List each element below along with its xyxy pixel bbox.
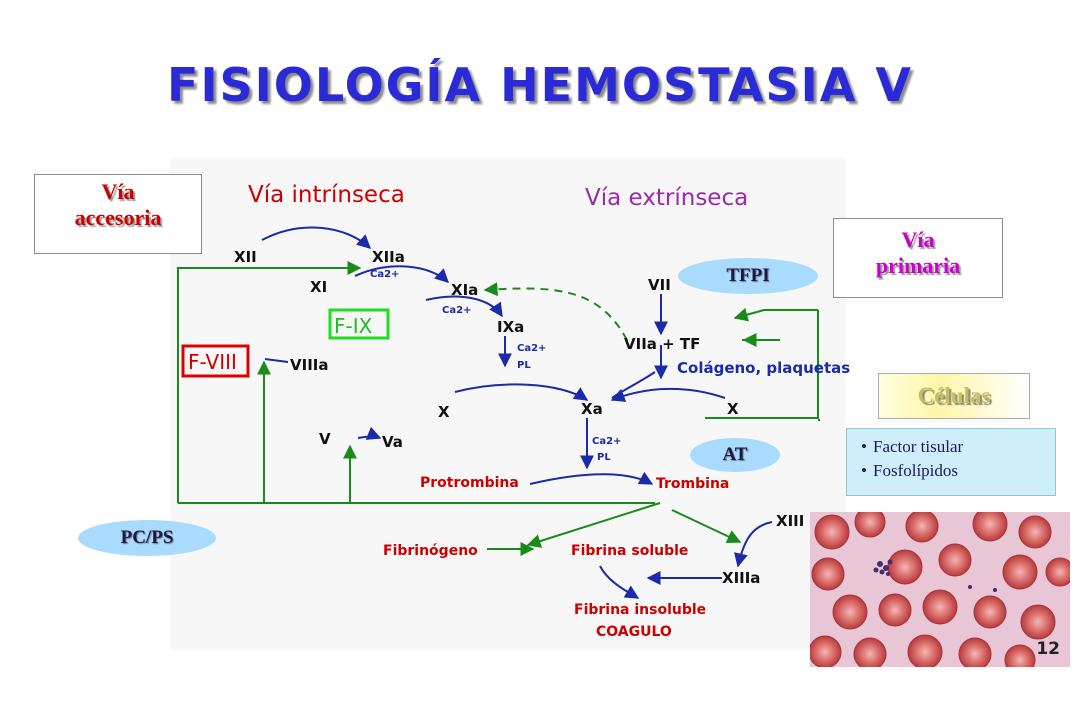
diagram-panel <box>170 158 846 650</box>
factor-xiia: XIIa <box>372 248 405 266</box>
list-item: Factor tisular <box>861 435 1055 459</box>
via-primaria-line2: primaria <box>875 253 961 278</box>
fviii-label: F-VIII <box>188 350 237 374</box>
pl-label-2: PL <box>597 452 611 463</box>
factor-xi: XI <box>310 278 327 296</box>
factor-xia: XIa <box>451 281 478 299</box>
trombina-label: Trombina <box>656 476 729 492</box>
tfpi-pill: TFPI <box>678 258 818 294</box>
factor-va: Va <box>382 433 403 451</box>
pl-label-1: PL <box>517 360 531 371</box>
ca-label-2: Ca2+ <box>442 305 471 316</box>
fviii-frame <box>181 344 250 378</box>
fibrina-soluble-label: Fibrina soluble <box>571 543 688 559</box>
red-blood-cells-image <box>810 512 1070 667</box>
protrombina-label: Protrombina <box>420 475 519 491</box>
blood-smear-photo: 12 <box>810 512 1070 667</box>
factor-xiii: XIII <box>776 512 804 530</box>
factor-xii: XII <box>234 248 257 266</box>
slide-number: 12 <box>1036 639 1060 659</box>
factor-x-right: X <box>727 400 739 418</box>
extrinsic-title: Vía extrínseca <box>585 185 748 211</box>
celulas-box: Células <box>878 373 1030 419</box>
pcps-pill: PC/PS <box>78 520 216 556</box>
via-primaria-box: Vía primaria <box>833 218 1003 298</box>
factor-viiia: VIIIa <box>290 356 328 374</box>
ca-label-3: Ca2+ <box>517 343 546 354</box>
feedback-lines <box>177 261 820 556</box>
via-accesoria-box: Vía accesoria <box>34 174 202 254</box>
at-pill: AT <box>690 438 780 472</box>
coagulo-label: COAGULO <box>596 624 672 640</box>
ca-label-4: Ca2+ <box>592 436 621 447</box>
factor-xa: Xa <box>581 400 603 418</box>
factor-ixa: IXa <box>497 318 524 336</box>
intrinsic-title: Vía intrínseca <box>248 182 405 208</box>
fix-label: F-IX <box>334 314 373 338</box>
cascade-arrows <box>261 226 773 599</box>
complex-viia-tf: VIIa + TF <box>624 335 700 353</box>
colageno-label: Colágeno, plaquetas <box>677 359 850 377</box>
factor-x-left: X <box>438 403 450 421</box>
via-primaria-line1: Vía <box>901 227 935 252</box>
factor-vii: VII <box>648 276 671 294</box>
fibrinogeno-label: Fibrinógeno <box>383 543 478 559</box>
ca-label-1: Ca2+ <box>370 269 399 280</box>
cells-list-box: Factor tisular Fosfolípidos <box>846 428 1056 496</box>
via-accesoria-line1: Vía <box>101 179 135 204</box>
fibrina-insoluble-label: Fibrina insoluble <box>574 602 706 618</box>
via-accesoria-line2: accesoria <box>74 205 162 230</box>
list-item: Fosfolípidos <box>861 459 1055 483</box>
fix-frame <box>328 308 390 340</box>
page-title: FISIOLOGÍA HEMOSTASIA V <box>167 58 913 112</box>
factor-v: V <box>319 430 331 448</box>
factor-xiiia: XIIIa <box>722 569 760 587</box>
